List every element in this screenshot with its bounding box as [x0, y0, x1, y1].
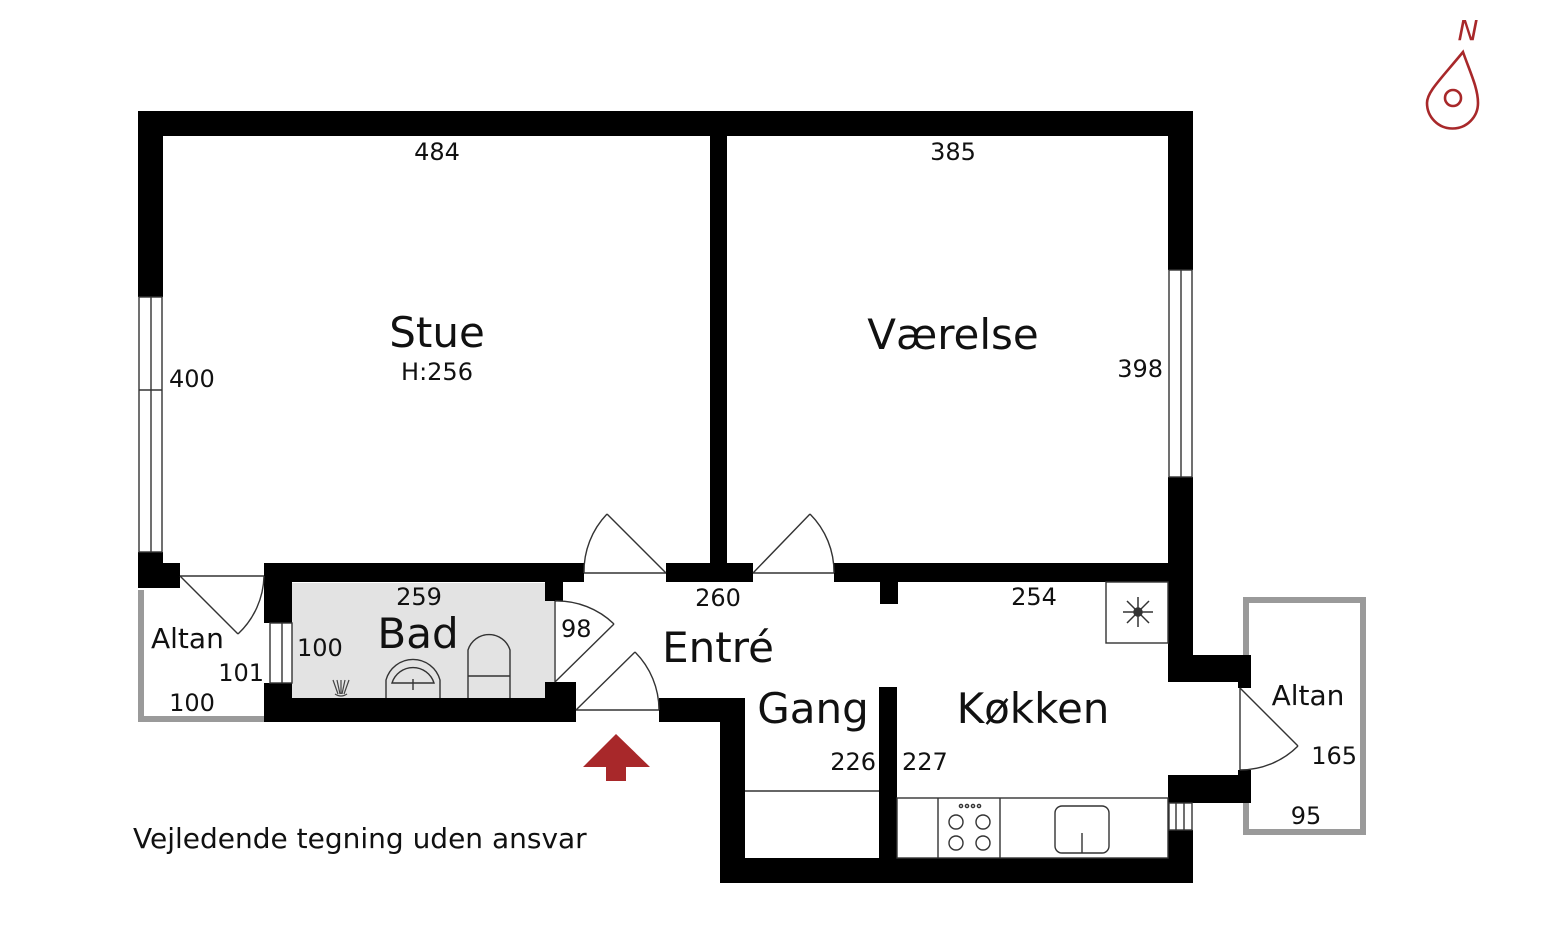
room-label-altan-west: Altan — [151, 622, 224, 655]
room-label-stue: Stue — [389, 308, 485, 357]
door-bad — [554, 623, 615, 683]
entre-door-dim: 98 — [561, 615, 592, 643]
entre-width-dim: 260 — [695, 584, 741, 612]
stue-depth-dim: 400 — [169, 365, 215, 393]
sink-icon — [385, 658, 441, 698]
door-entrance — [575, 651, 636, 711]
altan-west-width-dim: 100 — [169, 689, 215, 717]
bad-width-dim: 259 — [396, 583, 442, 611]
kokken-width-dim: 254 — [1011, 583, 1057, 611]
walls — [138, 111, 1251, 883]
altan-west-depth-dim: 101 — [218, 659, 264, 687]
fixtures — [332, 581, 1169, 859]
east-balcony-outline — [1243, 597, 1366, 835]
altan-east-width-dim: 95 — [1291, 802, 1322, 830]
windows — [138, 269, 1193, 831]
room-label-bad: Bad — [377, 609, 458, 658]
room-label-altan-east: Altan — [1272, 679, 1345, 712]
door-altan-west — [179, 575, 239, 635]
door-vaerelse — [752, 513, 811, 574]
snowflake-icon — [1123, 597, 1153, 627]
room-label-entre: Entré — [662, 623, 774, 672]
room-label-kokken: Køkken — [957, 684, 1110, 733]
stue-width-dim: 484 — [414, 138, 460, 166]
window-bad — [269, 622, 293, 684]
shower-icon — [332, 679, 350, 697]
door-altan-east — [1239, 687, 1299, 747]
kitchen-counter — [896, 797, 1169, 859]
vaerelse-depth-dim: 398 — [1117, 355, 1163, 383]
room-label-gang: Gang — [757, 684, 869, 733]
bad-depth-dim: 100 — [297, 634, 343, 662]
disclaimer-text: Vejledende tegning uden ansvar — [133, 822, 587, 855]
toilet-icon — [467, 633, 511, 698]
stove-icon — [948, 803, 991, 851]
altan-east-depth-dim: 165 — [1311, 742, 1357, 770]
kitchen-sink-icon — [1054, 805, 1110, 854]
window-kokken — [1168, 802, 1193, 831]
room-label-vaerelse: Værelse — [867, 310, 1039, 359]
kokken-depth-dim: 227 — [902, 748, 948, 776]
stue-height: H:256 — [401, 358, 473, 386]
vaerelse-width-dim: 385 — [930, 138, 976, 166]
door-stue — [606, 513, 667, 574]
doors — [179, 513, 1299, 771]
compass-north-icon — [1425, 49, 1480, 130]
fridge — [1105, 581, 1169, 644]
compass-label: N — [1458, 14, 1479, 47]
west-balcony-outline — [138, 590, 270, 722]
entrance-arrow-icon — [583, 734, 650, 781]
gang-depth-dim: 226 — [830, 748, 876, 776]
